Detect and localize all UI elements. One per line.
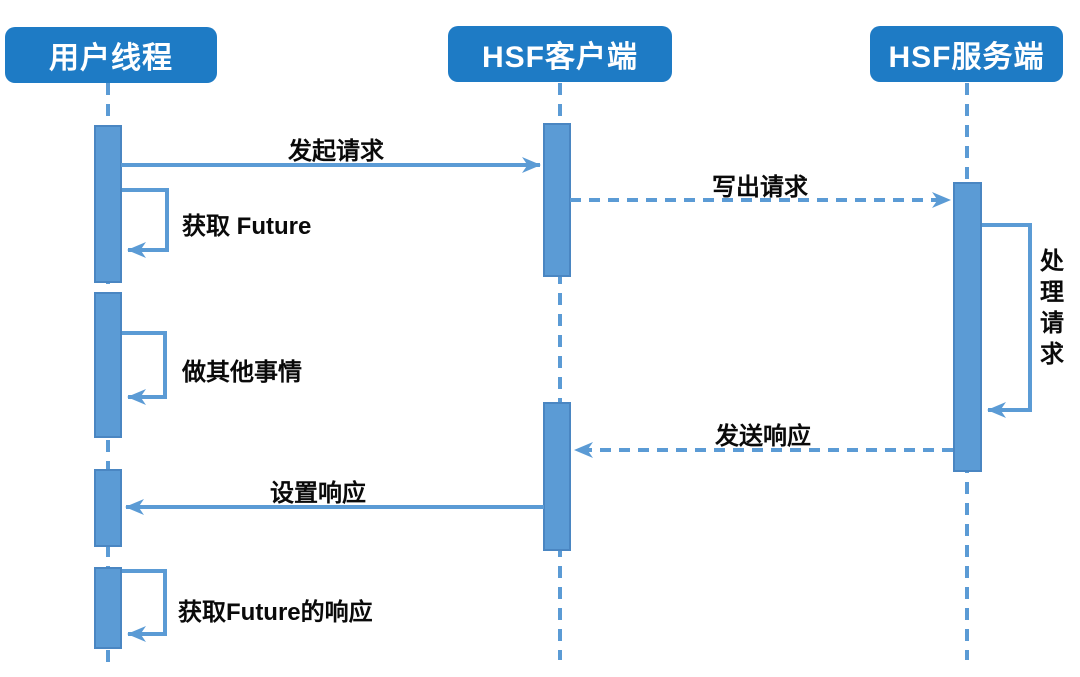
label-process-request: 处理请求 (1040, 248, 1064, 368)
participant-hsf-server: HSF服务端 (870, 26, 1063, 82)
loop-get-future-response (122, 569, 167, 642)
participant-hsf-client: HSF客户端 (448, 26, 672, 82)
activation-client-1 (543, 123, 571, 277)
label-set-response: 设置响应 (270, 480, 366, 507)
label-send-response: 发送响应 (715, 423, 811, 450)
activation-user-2 (94, 292, 122, 438)
label-get-future-response: 获取Future的响应 (178, 599, 373, 626)
participant-hsf-server-label: HSF服务端 (888, 41, 1045, 74)
label-get-future: 获取 Future (182, 213, 312, 240)
label-request-initiate: 发起请求 (288, 138, 384, 165)
participant-user-thread: 用户线程 (5, 27, 217, 83)
label-write-request: 写出请求 (712, 174, 808, 201)
loop-do-other-things (122, 331, 167, 405)
loop-process-request (982, 223, 1032, 418)
activation-user-4 (94, 567, 122, 649)
loop-get-future (122, 188, 169, 258)
activation-user-3 (94, 469, 122, 547)
label-do-other-things: 做其他事情 (182, 359, 302, 386)
activation-client-2 (543, 402, 571, 551)
participant-user-thread-label: 用户线程 (49, 42, 173, 75)
activation-user-1 (94, 125, 122, 283)
participant-hsf-client-label: HSF客户端 (482, 41, 638, 74)
activation-server-1 (953, 182, 982, 472)
